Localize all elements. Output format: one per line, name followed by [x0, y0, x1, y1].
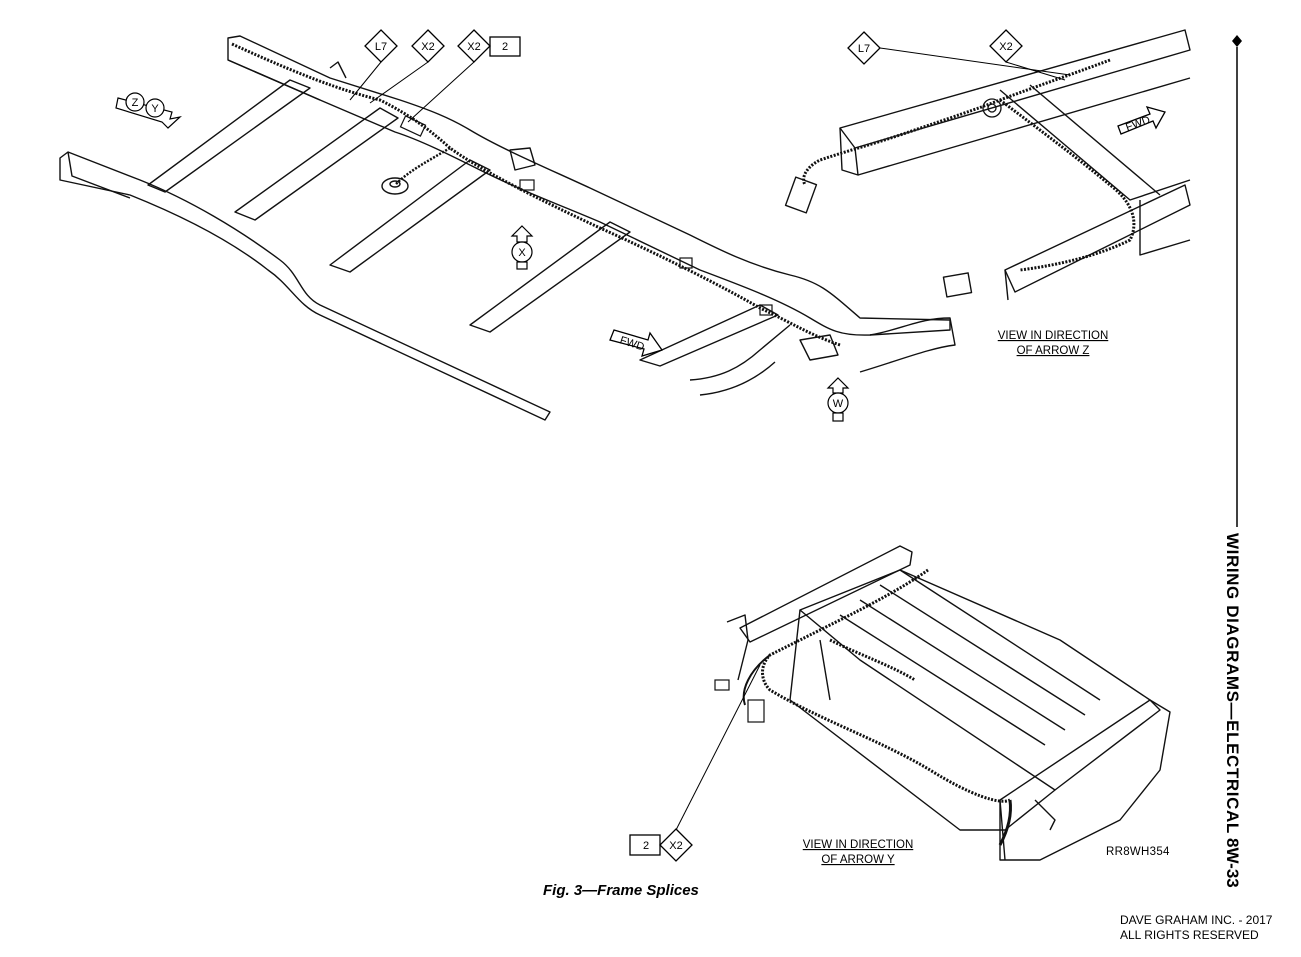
callout-qty: 2 — [643, 840, 649, 852]
callout-label: X2 — [999, 41, 1012, 53]
callout-label: X2 — [421, 41, 434, 53]
view-z-illustration — [784, 29, 1191, 301]
part-number: RR8WH354 — [1106, 846, 1170, 858]
callout-x2-main-a: X2 — [369, 29, 445, 104]
copyright: DAVE GRAHAM INC. - 2017 ALL RIGHTS RESER… — [1120, 913, 1272, 943]
main-wiring-harness — [231, 42, 841, 347]
view-y-line2: OF ARROW Y — [821, 854, 895, 866]
fwd-label: FWD — [618, 334, 646, 353]
callout-label: X2 — [669, 840, 682, 852]
callout-l7-main: L7 — [349, 29, 398, 101]
view-arrow-zy: Z Y — [115, 92, 182, 129]
arrow-y-label: Y — [151, 103, 159, 115]
arrow-x-label: X — [518, 247, 526, 259]
callout-x2-view-z: X2 — [989, 29, 1066, 81]
callout-x2-view-y: 2 X2 — [629, 664, 761, 862]
fwd-label: FWD — [1124, 114, 1152, 134]
figure-caption: Fig. 3—Frame Splices — [543, 882, 699, 899]
view-z-line2: OF ARROW Z — [1017, 345, 1090, 357]
callout-label: L7 — [375, 41, 387, 53]
side-header-title: WIRING DIAGRAMS—ELECTRICAL — [1223, 533, 1242, 834]
view-y-harness — [714, 568, 1012, 846]
callout-x2-main-b: 2 X2 — [407, 29, 521, 123]
view-arrow-x: X — [510, 225, 534, 270]
vehicle-frame-illustration — [59, 35, 956, 421]
arrow-w-label: W — [833, 398, 844, 410]
side-header: WIRING DIAGRAMS—ELECTRICAL 8W-33 — [1222, 533, 1252, 893]
margin-rule — [1232, 35, 1242, 527]
view-y-line1: VIEW IN DIRECTION — [803, 839, 914, 851]
view-y-caption: VIEW IN DIRECTION OF ARROW Y — [803, 839, 914, 866]
fwd-arrow-view-z: FWD — [1117, 106, 1166, 135]
view-y-illustration — [726, 545, 1171, 861]
view-arrow-w: W — [826, 377, 850, 422]
callout-qty: 2 — [502, 41, 508, 53]
side-header-page: 8W-33 — [1223, 838, 1242, 888]
fwd-arrow-main: FWD — [609, 329, 664, 357]
view-z-harness — [802, 58, 1136, 272]
view-z-caption: VIEW IN DIRECTION OF ARROW Z — [998, 330, 1109, 357]
callout-label: L7 — [858, 43, 870, 55]
callout-label: X2 — [467, 41, 480, 53]
view-z-line1: VIEW IN DIRECTION — [998, 330, 1109, 342]
copyright-line2: ALL RIGHTS RESERVED — [1120, 928, 1259, 942]
arrow-z-label: Z — [132, 97, 139, 109]
copyright-line1: DAVE GRAHAM INC. - 2017 — [1120, 913, 1273, 927]
callout-l7-view-z: L7 — [847, 31, 1071, 76]
